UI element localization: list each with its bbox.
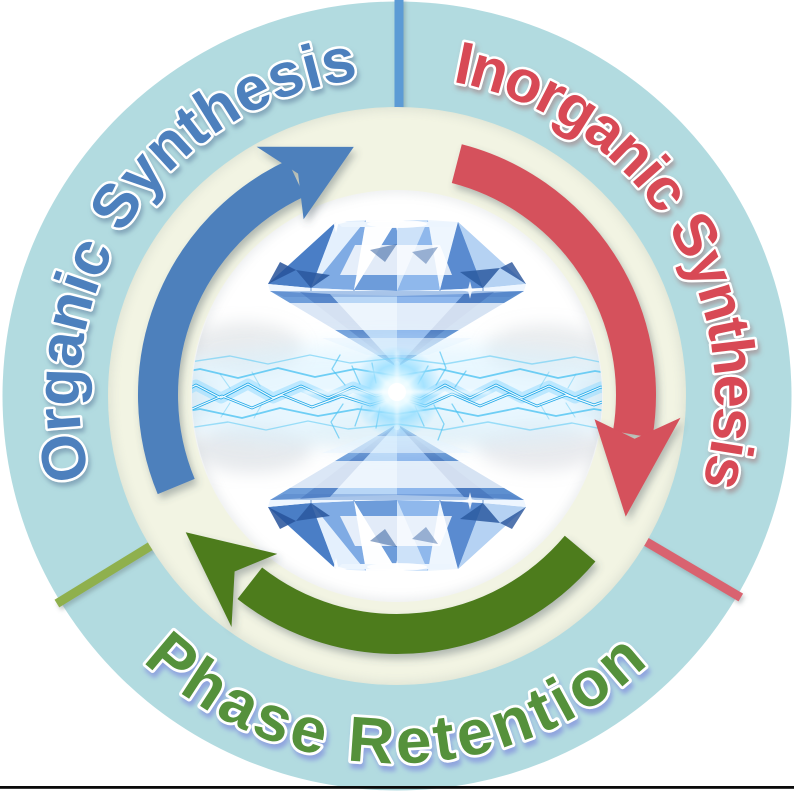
- arrow-organic-band: [138, 160, 305, 495]
- divider-left-green: [54, 540, 156, 608]
- cycle-arrows: [138, 144, 681, 654]
- arrow-inorganic-head: [594, 417, 681, 517]
- arrow-organic: [138, 146, 354, 495]
- bottom-rule: [0, 786, 794, 789]
- divider-right-red: [641, 536, 744, 602]
- sector-dividers: [54, 0, 744, 608]
- lightning-flash-icon: [192, 343, 602, 447]
- arrow-phase-band: [237, 535, 596, 654]
- arrow-phase: [185, 532, 596, 654]
- center-art: [192, 211, 602, 580]
- arrow-inorganic: [451, 144, 681, 517]
- arrow-phase-head: [185, 532, 278, 627]
- arrow-inorganic-band: [451, 144, 656, 438]
- arrow-organic-head: [256, 146, 354, 220]
